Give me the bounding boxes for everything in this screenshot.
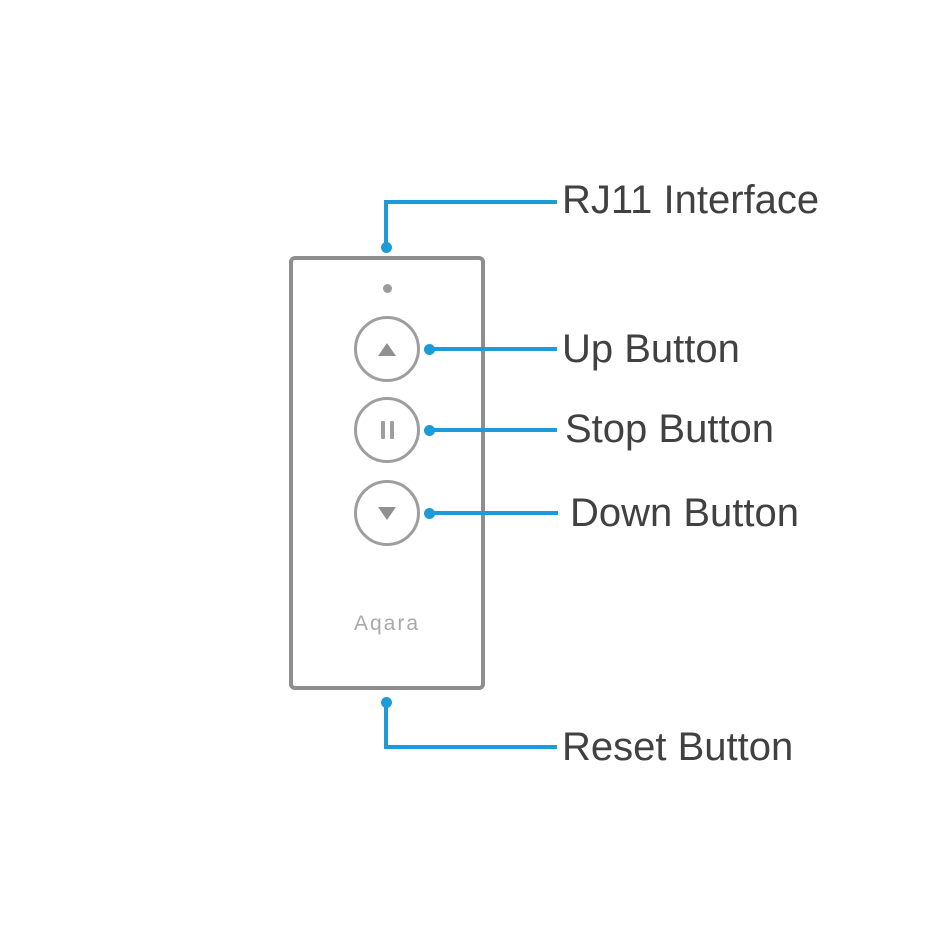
stop-button-label: Stop Button bbox=[565, 407, 775, 451]
up-button bbox=[354, 316, 420, 382]
up-button-label: Up Button bbox=[562, 327, 740, 371]
stop-callout-line bbox=[429, 428, 557, 432]
reset-button-label: Reset Button bbox=[562, 725, 794, 769]
pause-icon bbox=[380, 421, 394, 439]
triangle-down-icon bbox=[378, 506, 396, 520]
rj11-interface-label: RJ11 Interface bbox=[562, 178, 820, 222]
rj11-callout-line-vertical bbox=[384, 200, 388, 248]
status-led-icon bbox=[383, 284, 392, 293]
reset-callout-line-vertical bbox=[384, 702, 388, 749]
down-button bbox=[354, 480, 420, 546]
down-button-label: Down Button bbox=[570, 491, 800, 535]
down-callout-line bbox=[429, 511, 558, 515]
reset-callout-line bbox=[384, 745, 557, 749]
stop-button bbox=[354, 397, 420, 463]
rj11-callout-dot bbox=[381, 242, 392, 253]
triangle-up-icon bbox=[378, 342, 396, 356]
aqara-brand-logo: Aqara bbox=[353, 612, 421, 635]
up-callout-line bbox=[429, 347, 557, 351]
rj11-callout-line bbox=[384, 200, 557, 204]
